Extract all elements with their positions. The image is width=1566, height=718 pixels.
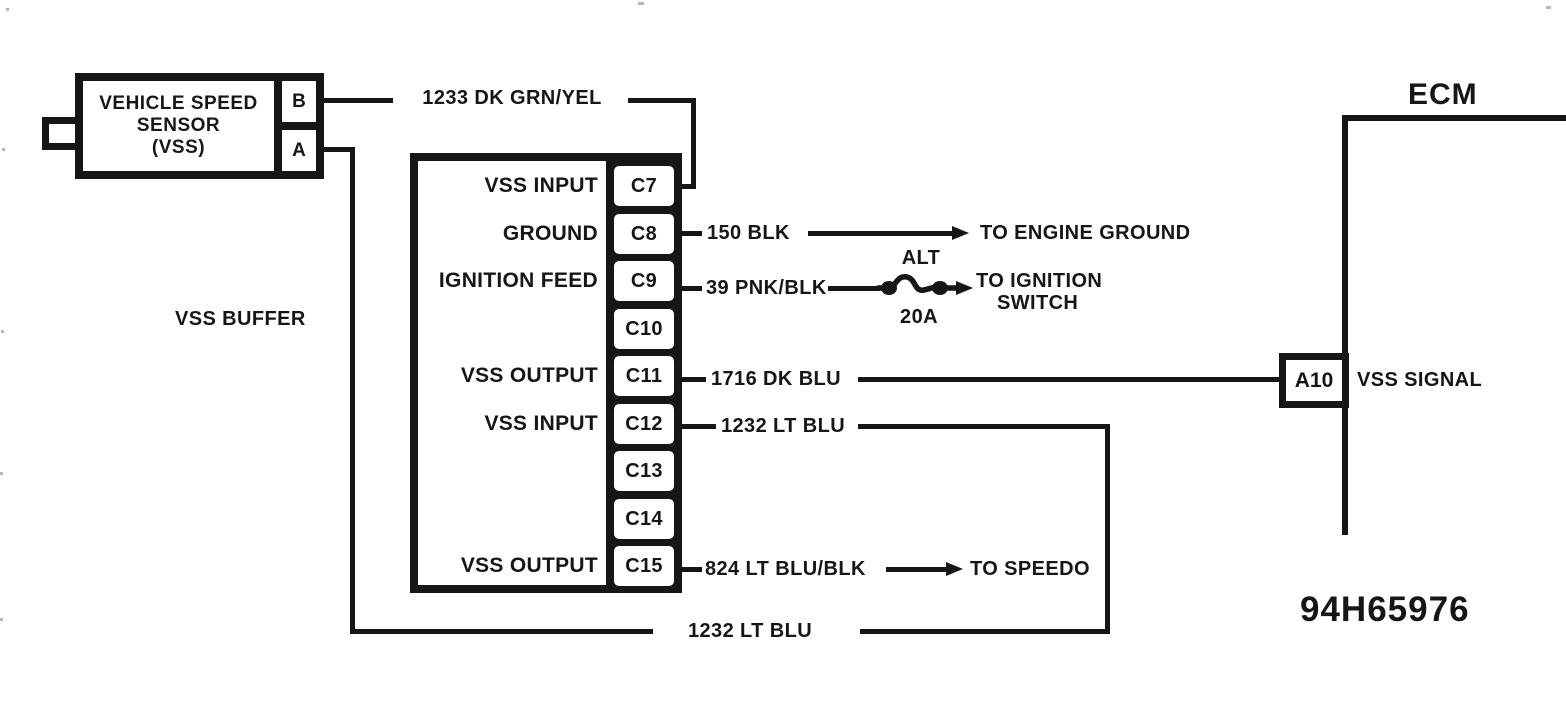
scan-speck (638, 2, 644, 5)
buffer-pin-c13: C13 (614, 451, 674, 491)
wire-c12-drop (1105, 424, 1110, 634)
wire-c11-stub (674, 377, 706, 382)
wire-c9-segment (828, 286, 880, 291)
wire-b-segment (323, 98, 393, 103)
ecm-label: ECM (1408, 78, 1478, 111)
arrow-to-ignition-switch (956, 281, 973, 295)
buffer-fn-vss-output-c11: VSS OUTPUT (460, 364, 598, 387)
arrow-to-engine-ground (952, 226, 969, 240)
vss-buffer-label: VSS BUFFER (175, 308, 306, 330)
vss-sensor-pin-b: B (292, 90, 306, 112)
buffer-pin-c8: C8 (614, 214, 674, 254)
wire-label-1232-lt-blu-top: 1232 LT BLU (721, 415, 846, 437)
buffer-fn-vss-output-c15: VSS OUTPUT (460, 554, 598, 577)
scan-speck (1546, 6, 1551, 9)
vss-sensor-pin-column: B A (274, 81, 316, 171)
buffer-pin-c12: C12 (614, 404, 674, 444)
arrow-to-speedo (946, 562, 963, 576)
dest-engine-ground: TO ENGINE GROUND (980, 222, 1191, 244)
buffer-fn-vss-input-c7: VSS INPUT (484, 174, 598, 197)
vss-sensor-name-line1: VEHICLE SPEED (99, 93, 258, 114)
wire-label-39-pnk-blk: 39 PNK/BLK (706, 277, 827, 299)
wire-c12-stub (674, 424, 716, 429)
vss-sensor-name-line3: (VSS) (151, 137, 206, 158)
fuse-rating: 20A (900, 306, 938, 328)
buffer-pin-c15: C15 (614, 546, 674, 586)
ecm-vss-signal-label: VSS SIGNAL (1357, 369, 1483, 391)
buffer-pin-c10: C10 (614, 309, 674, 349)
wire-label-150-blk: 150 BLK (707, 222, 790, 244)
dest-ignition-line1: TO IGNITION (976, 270, 1103, 292)
fuse-name: ALT (901, 247, 941, 269)
fusible-link-icon (876, 274, 964, 295)
wire-a-segment (350, 147, 355, 634)
buffer-pin-c9: C9 (614, 261, 674, 301)
wire-bottom-segment (350, 629, 653, 634)
buffer-fn-ignition-feed: IGNITION FEED (438, 269, 598, 292)
wire-b-segment (674, 184, 696, 189)
wire-label-1716-dk-blu: 1716 DK BLU (711, 368, 841, 390)
wire-bottom-segment (860, 629, 1110, 634)
scan-speck (2, 148, 5, 151)
wire-label-1233-dk-grn-yel: 1233 DK GRN/YEL (422, 87, 602, 109)
buffer-fn-ground: GROUND (502, 222, 598, 245)
scan-speck (1, 330, 4, 333)
wire-label-1232-lt-blu-bottom: 1232 LT BLU (688, 620, 813, 642)
ecm-top-edge (1342, 115, 1566, 121)
wire-a-segment (323, 147, 355, 152)
wire-b-segment (691, 98, 696, 189)
wire-c11-to-a10 (858, 377, 1282, 382)
wire-c12-segment (858, 424, 1110, 429)
vss-sensor-box: VEHICLE SPEED SENSOR (VSS) B A (75, 73, 324, 179)
buffer-pin-c7: C7 (614, 166, 674, 206)
buffer-fn-vss-input-c12: VSS INPUT (484, 412, 598, 435)
dest-ignition-line2: SWITCH (997, 292, 1079, 314)
vss-sensor-name: VEHICLE SPEED SENSOR (VSS) (83, 81, 274, 171)
dest-speedo: TO SPEEDO (970, 558, 1090, 580)
scan-speck (0, 472, 3, 475)
wire-label-824-lt-blu-blk: 824 LT BLU/BLK (705, 558, 866, 580)
ecm-pin-a10: A10 (1279, 353, 1349, 408)
wire-c15-stub (674, 567, 702, 572)
wire-c15-arrow-line (886, 567, 948, 572)
ecm-left-edge (1342, 115, 1348, 535)
buffer-pin-c11: C11 (614, 356, 674, 396)
wire-c8-stub (674, 231, 702, 236)
buffer-pin-c14: C14 (614, 499, 674, 539)
scan-speck (6, 8, 9, 11)
wire-b-segment (628, 98, 694, 103)
vss-sensor-pin-a: A (282, 122, 316, 171)
vss-sensor-name-line2: SENSOR (136, 115, 221, 136)
scan-speck (0, 618, 3, 621)
wire-c9-stub (674, 286, 702, 291)
figure-id: 94H65976 (1300, 590, 1470, 629)
wire-c8-arrow-line (808, 231, 954, 236)
